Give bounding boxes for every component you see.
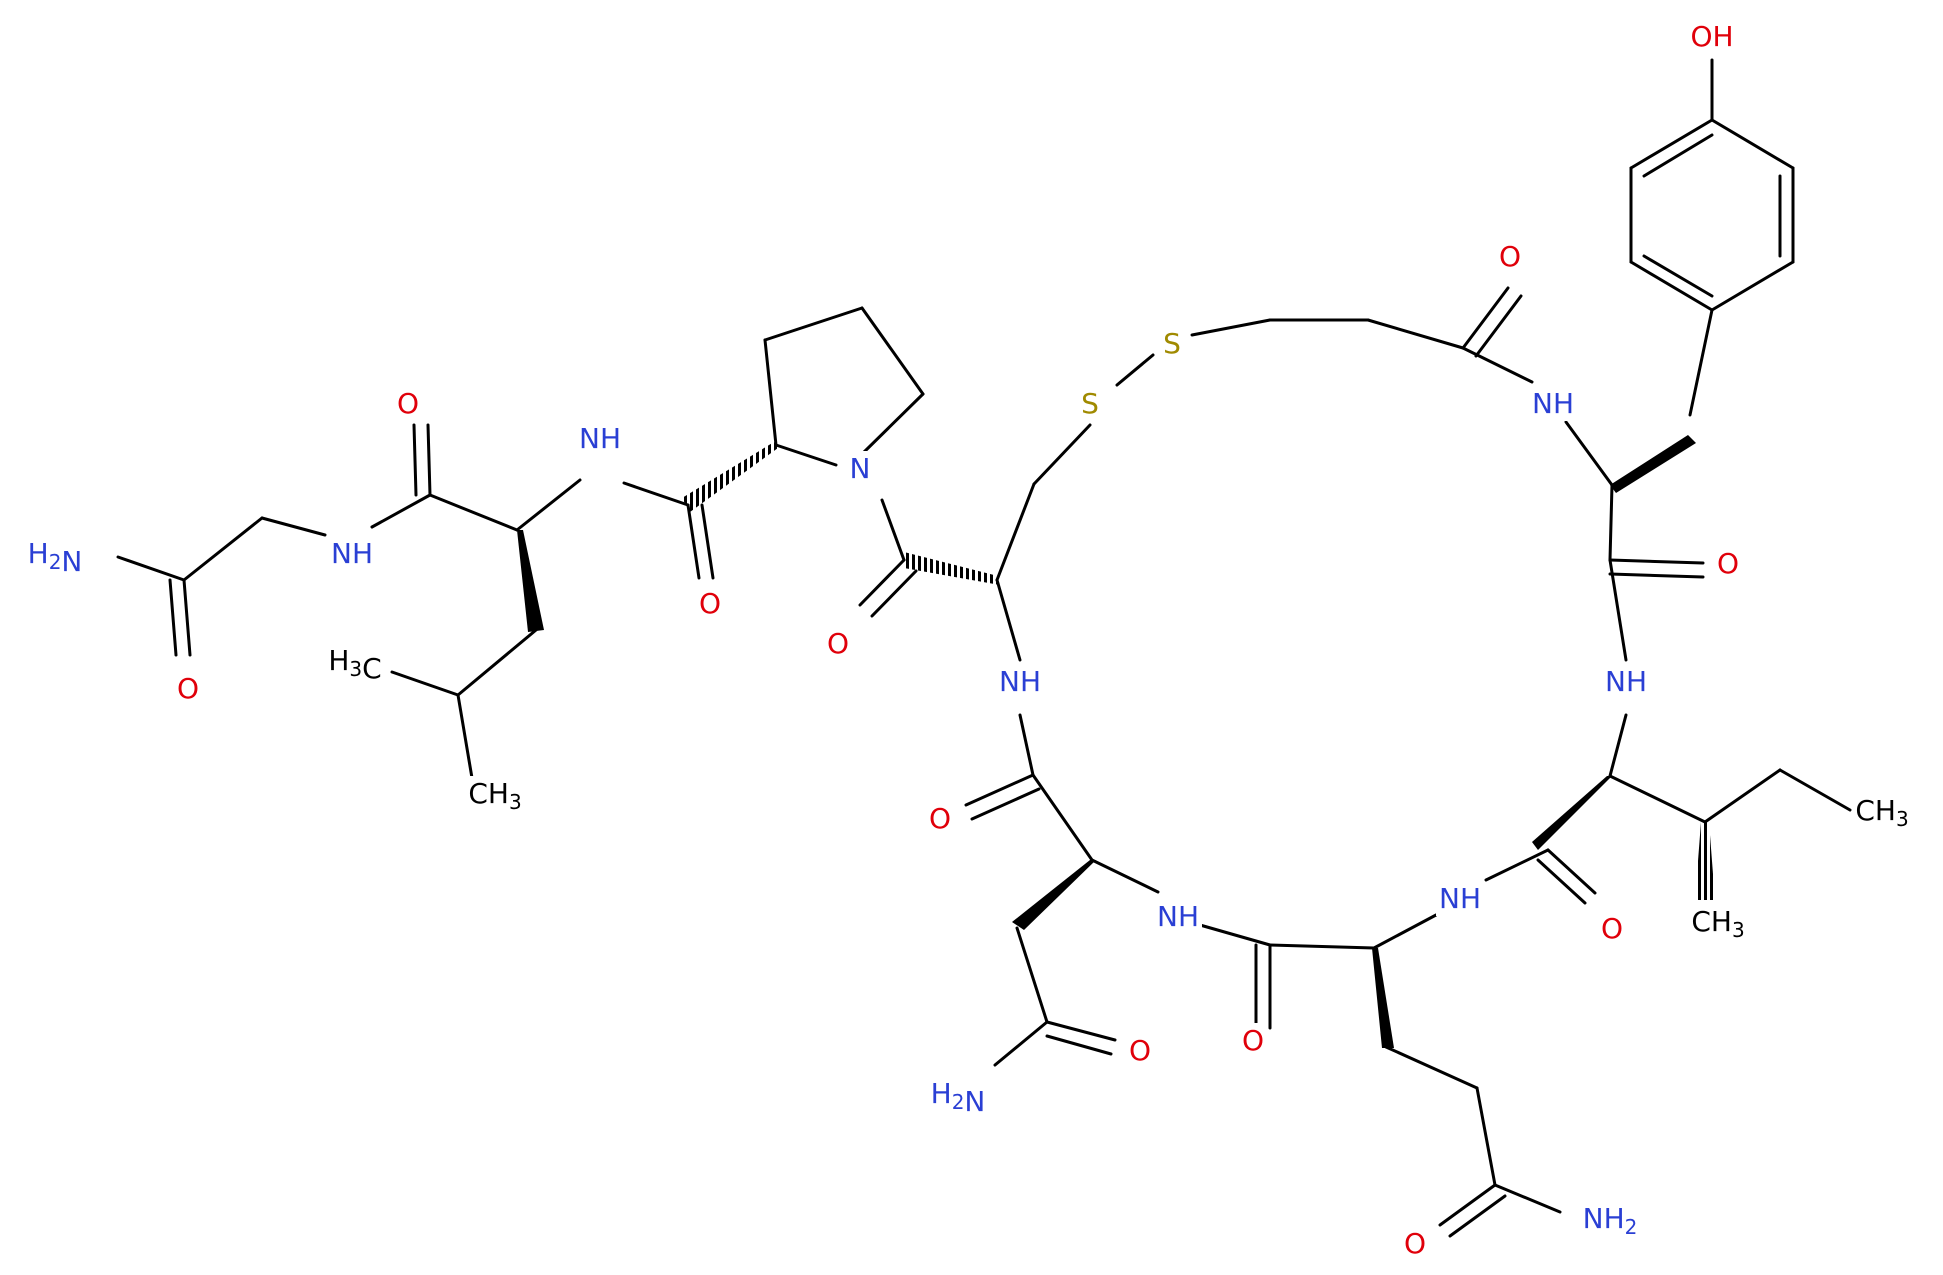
atom-label-ch3-leu: CH3 <box>468 777 521 814</box>
atom-label-backing <box>1687 19 1737 54</box>
stereo-wedges <box>517 435 1715 1048</box>
atom-label-nh-tyr: NH <box>1532 387 1574 420</box>
atom-label-o-gln-side: O <box>1404 1227 1426 1260</box>
atom-label-backing <box>1495 239 1525 274</box>
atom-label-o-tyr-top: O <box>1499 240 1521 273</box>
atom-label-nh-gln: NH <box>1439 882 1481 915</box>
atom-label-backing <box>465 776 525 815</box>
atom-label-backing <box>695 586 725 621</box>
atom-label-backing <box>1579 1201 1641 1240</box>
atom-label-backing <box>1688 904 1748 943</box>
atom-label-o-gly: O <box>177 672 199 705</box>
atom-label-backing <box>1713 546 1743 581</box>
atom-label-backing <box>823 626 853 661</box>
atom-label-backing <box>1125 1033 1155 1068</box>
atom-label-backing <box>1078 386 1102 421</box>
atom-label-h2n-asn: H2N <box>931 1077 986 1118</box>
atom-label-backing <box>173 671 203 706</box>
atom-label-backing <box>328 536 376 571</box>
atom-label-o-cys: O <box>827 627 849 660</box>
bond-lines <box>116 58 1852 1238</box>
atom-label-ch3-ile-eth: CH3 <box>1855 794 1908 831</box>
atom-label-oh: OH <box>1690 20 1733 53</box>
atom-label-o-tyr: O <box>1717 547 1739 580</box>
atom-label-backing <box>393 386 423 421</box>
atom-label-backing <box>1154 899 1202 934</box>
atom-label-nh-gly: NH <box>331 537 373 570</box>
atom-label-backing <box>1436 881 1484 916</box>
atom-label-nh-asn: NH <box>1157 900 1199 933</box>
atom-label-h2n-gly: H2N <box>28 537 83 578</box>
atom-label-n-pro: N <box>850 452 871 485</box>
atom-label-backing <box>925 801 955 836</box>
atom-label-nh-ile: NH <box>1605 665 1647 698</box>
atom-label-nh-cys: NH <box>999 665 1041 698</box>
atom-label-backing <box>24 536 86 579</box>
atom-label-backing <box>1597 911 1627 946</box>
atom-label-backing <box>996 664 1044 699</box>
atom-label-h3c-leu: H3C <box>328 644 381 685</box>
atom-label-s1: S <box>1163 327 1181 360</box>
atom-label-backing <box>325 643 385 686</box>
atom-label-backing <box>1160 326 1184 361</box>
atom-label-nh-leu: NH <box>579 422 621 455</box>
atom-label-backing <box>576 421 624 456</box>
atom-label-o-asn: O <box>929 802 951 835</box>
atom-label-backing <box>1238 1023 1268 1058</box>
atom-label-backing <box>1852 793 1912 832</box>
atom-label-o-ile: O <box>1601 912 1623 945</box>
atom-label-backing <box>927 1076 989 1119</box>
atom-label-o-pro: O <box>699 587 721 620</box>
atom-label-backing <box>1529 386 1577 421</box>
atom-label-ch3-ile: CH3 <box>1691 905 1744 942</box>
atom-label-s2: S <box>1081 387 1099 420</box>
atom-label-backing <box>1400 1226 1430 1261</box>
atom-label-nh2-gln: NH2 <box>1583 1202 1638 1239</box>
atom-label-o-asn-side: O <box>1129 1034 1151 1067</box>
atom-label-backing <box>1602 664 1650 699</box>
atom-label-o-gln: O <box>1242 1024 1264 1057</box>
atom-label-backing <box>846 451 874 486</box>
atom-label-o-leu: O <box>397 387 419 420</box>
